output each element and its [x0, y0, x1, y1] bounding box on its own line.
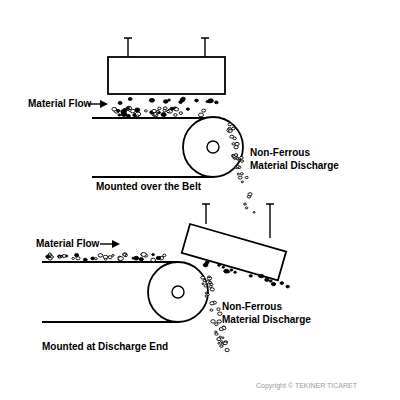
discharge-label: Non-Ferrous Material Discharge: [250, 146, 346, 172]
mount-caption: Mounted at Discharge End: [42, 340, 168, 353]
copyright-note: Copyright © TEKINER TICARET: [256, 381, 357, 390]
flow-label: Material Flow: [36, 237, 99, 250]
flow-label: Material Flow: [28, 97, 91, 110]
discharge-label: Non-Ferrous Material Discharge: [222, 300, 318, 326]
mount-caption: Mounted over the Belt: [96, 180, 201, 193]
